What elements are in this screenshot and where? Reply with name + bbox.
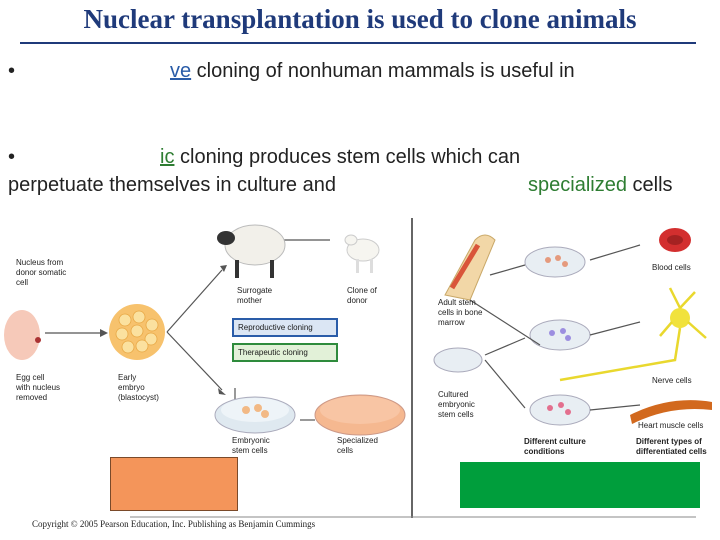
adult-dish-icon bbox=[525, 247, 585, 277]
bullet-2-line2-end: specialized cells bbox=[528, 174, 673, 197]
bullet-2-rest: cloning produces stem cells which can bbox=[174, 146, 520, 168]
bullet-2-accent: ic bbox=[160, 146, 174, 168]
bone-marrow-icon bbox=[445, 235, 495, 300]
bullet-1-accent: ve bbox=[170, 60, 191, 82]
clone-lamb-icon bbox=[345, 235, 379, 273]
nucleus-dot-icon bbox=[35, 337, 41, 343]
bullet-marker-1: • bbox=[8, 60, 15, 83]
bullet-1-text: ve cloning of nonhuman mammals is useful… bbox=[170, 60, 575, 83]
reproductive-cloning-box: Reproductive cloning bbox=[232, 318, 338, 337]
specialized-dish-icon bbox=[315, 395, 405, 435]
blood-cells-label: Blood cells bbox=[652, 263, 691, 273]
culture-dish-2-icon bbox=[530, 320, 590, 350]
slide-title: Nuclear transplantation is used to clone… bbox=[0, 4, 720, 35]
culture-dish-3-icon bbox=[530, 395, 590, 425]
bullet-marker-2: • bbox=[8, 146, 15, 169]
donor-cell-icon bbox=[4, 310, 40, 360]
bullet-2-text: ic cloning produces stem cells which can bbox=[160, 146, 520, 169]
embryonic-dish-icon bbox=[215, 397, 295, 433]
title-underline bbox=[20, 42, 696, 44]
heart-muscle-label: Heart muscle cells bbox=[638, 421, 703, 431]
nerve-cells-label: Nerve cells bbox=[652, 376, 692, 386]
bullet-2-accent-2: specialized bbox=[528, 174, 627, 196]
therapeutic-cloning-box: Therapeutic cloning bbox=[232, 343, 338, 362]
copyright-notice: Copyright © 2005 Pearson Education, Inc.… bbox=[32, 519, 315, 529]
surrogate-sheep-icon bbox=[217, 225, 285, 278]
orange-mask-box bbox=[110, 457, 238, 511]
green-mask-box bbox=[460, 462, 700, 508]
bullet-1-rest: cloning of nonhuman mammals is useful in bbox=[191, 60, 575, 82]
cultured-dish-icon bbox=[434, 348, 482, 372]
blood-cell-icon bbox=[659, 228, 691, 252]
bullet-2-line2-start: perpetuate themselves in culture and bbox=[8, 174, 336, 197]
